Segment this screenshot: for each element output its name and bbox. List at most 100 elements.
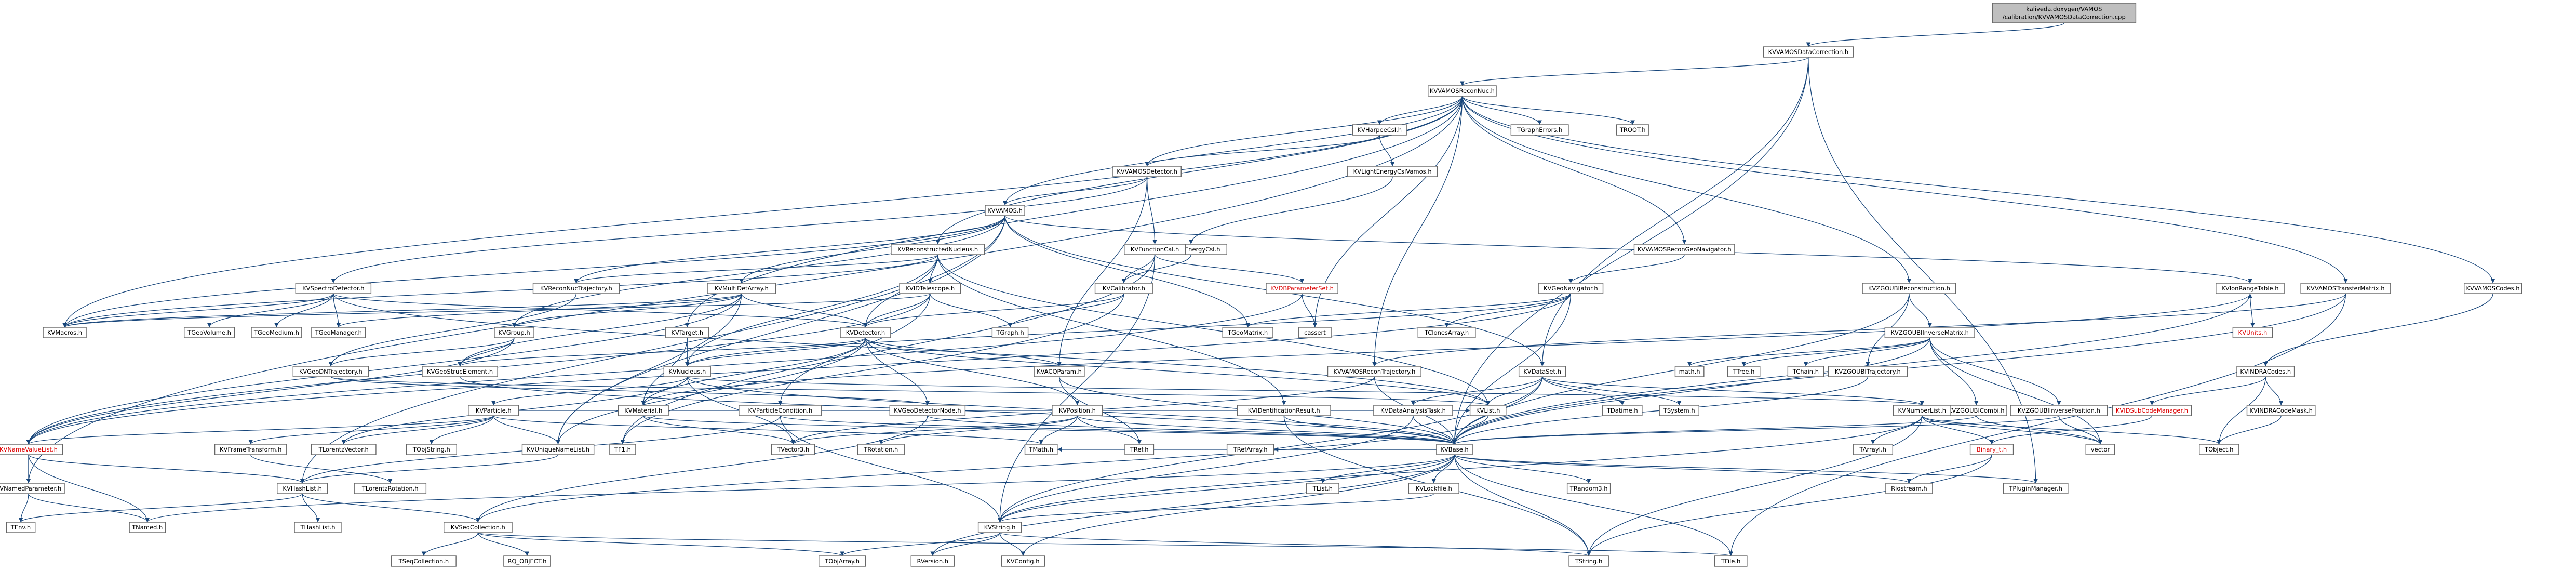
node-tstring-h[interactable]: TString.h: [1568, 555, 1609, 567]
node-tgeomedium-h[interactable]: TGeoMedium.h: [251, 327, 302, 338]
node-tref-h[interactable]: TRef.h: [1124, 444, 1155, 455]
node-kvidtelescope-h[interactable]: KVIDTelescope.h: [899, 283, 961, 294]
node-kvgeostrucelement-h[interactable]: KVGeoStrucElement.h: [422, 366, 498, 377]
node-tseqcollection-h[interactable]: TSeqCollection.h: [391, 555, 457, 567]
node-tlist-h[interactable]: TList.h: [1306, 483, 1339, 494]
node-kvmacros-h[interactable]: KVMacros.h: [43, 327, 87, 338]
node-kvgeodntrajectory-h[interactable]: KVGeoDNTrajectory.h: [292, 366, 369, 377]
node-tenv-h[interactable]: TEnv.h: [6, 522, 36, 533]
node-kvfunctioncal-h[interactable]: KVFunctionCal.h: [1124, 244, 1186, 255]
node-root[interactable]: kaliveda.doxygen/VAMOS/calibration/KVVAM…: [1992, 3, 2137, 23]
node-vector[interactable]: vector: [2085, 444, 2115, 455]
node-tgraph-h[interactable]: TGraph.h: [991, 327, 1029, 338]
node-kvindracodemask-h[interactable]: KVINDRACodeMask.h: [2246, 405, 2316, 416]
node-tgeomatrix-h[interactable]: TGeoMatrix.h: [1222, 327, 1273, 338]
node-kvindracodes-h[interactable]: KVINDRACodes.h: [2236, 366, 2295, 377]
node-kvmultidetarray-h[interactable]: KVMultiDetArray.h: [707, 283, 776, 294]
node-kvspectrodetector-h[interactable]: KVSpectroDetector.h: [295, 283, 372, 294]
node-kvlist-h[interactable]: KVList.h: [1469, 405, 1507, 416]
node-kvionrangetable-h[interactable]: KVIonRangeTable.h: [2216, 283, 2285, 294]
node-kvvamostransfermatrix-h[interactable]: KVVAMOSTransferMatrix.h: [2300, 283, 2391, 294]
node-trefarray-h[interactable]: TRefArray.h: [1226, 444, 1274, 455]
node-kvnucleus-h[interactable]: KVNucleus.h: [663, 366, 711, 377]
node-kvbase-h[interactable]: KVBase.h: [1436, 444, 1473, 455]
node-kvharpeecsi-h[interactable]: KVHarpeeCsI.h: [1352, 124, 1407, 136]
node-tdatime-h[interactable]: TDatime.h: [1602, 405, 1643, 416]
node-kvzgoubiinversematrix-h[interactable]: KVZGOUBIInverseMatrix.h: [1884, 327, 1975, 338]
node-math-h[interactable]: math.h: [1674, 366, 1705, 377]
node-kvgeonavigator-h[interactable]: KVGeoNavigator.h: [1538, 283, 1604, 294]
node-kvuniquenamelist-h[interactable]: KVUniqueNameList.h: [521, 444, 595, 455]
node-trandom3-h[interactable]: TRandom3.h: [1566, 483, 1611, 494]
node-tlorentzvector-h[interactable]: TLorentzVector.h: [311, 444, 377, 455]
node-tnamed-h[interactable]: TNamed.h: [129, 522, 166, 533]
node-kvdbparameterset-h[interactable]: KVDBParameterSet.h: [1266, 283, 1338, 294]
node-kvseqcollection-h[interactable]: KVSeqCollection.h: [444, 522, 513, 533]
node-trotation-h[interactable]: TRotation.h: [857, 444, 905, 455]
node-ttree-h[interactable]: TTree.h: [1727, 366, 1761, 377]
node-binary-t-h[interactable]: Binary_t.h: [1969, 444, 2014, 455]
node-kvidsubcodemanager-h[interactable]: KVIDSubCodeManager.h: [2112, 405, 2192, 416]
node-tclonesarray-h[interactable]: TClonesArray.h: [1417, 327, 1476, 338]
node-tvector3-h[interactable]: TVector3.h: [771, 444, 815, 455]
node-kvidentificationresult-h[interactable]: KVIDentificationResult.h: [1237, 405, 1331, 416]
node-kvacqparam-h[interactable]: KVACQParam.h: [1034, 366, 1085, 377]
node-kvvamosrecontrajectory-h[interactable]: KVVAMOSReconTrajectory.h: [1327, 366, 1421, 377]
node-kvreconstructednucleus-h[interactable]: KVReconstructedNucleus.h: [891, 244, 985, 255]
node-cassert[interactable]: cassert: [1298, 327, 1332, 338]
node-kvnamevaluelist-h[interactable]: KVNameValueList.h: [0, 444, 63, 455]
node-tobjstring-h[interactable]: TObjString.h: [406, 444, 457, 455]
node-kvposition-h[interactable]: KVPosition.h: [1052, 405, 1103, 416]
node-kvmaterial-h[interactable]: KVMaterial.h: [618, 405, 669, 416]
node-kvzgoubiinverseposition-h[interactable]: KVZGOUBIInversePosition.h: [2010, 405, 2108, 416]
node-rq-object-h[interactable]: RQ_OBJECT.h: [503, 555, 551, 567]
node-kvlightenergycsivamos-h[interactable]: KVLightEnergyCsIVamos.h: [1347, 166, 1438, 177]
node-tlorentzrotation-h[interactable]: TLorentzRotation.h: [354, 483, 427, 494]
node-tobjarray-h[interactable]: TObjArray.h: [819, 555, 866, 567]
node-tf1-h[interactable]: TF1.h: [609, 444, 636, 455]
node-kvvamosdetector-h[interactable]: KVVAMOSDetector.h: [1112, 166, 1182, 177]
node-kvvamosreconnuc-h[interactable]: KVVAMOSReconNuc.h: [1428, 85, 1497, 97]
node-kvhashlist-h[interactable]: KVHashList.h: [277, 483, 328, 494]
node-tgeomanager-h[interactable]: TGeoManager.h: [311, 327, 366, 338]
node-tfile-h[interactable]: TFile.h: [1714, 555, 1748, 567]
node-thashlist-h[interactable]: THashList.h: [294, 522, 342, 533]
node-kvgroup-h[interactable]: KVGroup.h: [494, 327, 534, 338]
node-kvconfig-h[interactable]: KVConfig.h: [1001, 555, 1045, 567]
node-tmath-h[interactable]: TMath.h: [1024, 444, 1058, 455]
node-kvunits-h[interactable]: KVUnits.h: [2232, 327, 2273, 338]
node-kvcalibrator-h[interactable]: KVCalibrator.h: [1094, 283, 1153, 294]
node-kvvamos-h[interactable]: KVVAMOS.h: [985, 205, 1025, 216]
node-kvzgoubitrajectory-h[interactable]: KVZGOUBITrajectory.h: [1828, 366, 1908, 377]
node-troot-h[interactable]: TROOT.h: [1616, 124, 1649, 136]
node-kvparticlecondition-h[interactable]: KVParticleCondition.h: [739, 405, 822, 416]
node-kvvamosdatacorrection-h[interactable]: KVVAMOSDataCorrection.h: [1763, 46, 1854, 58]
node-kvzgoubicombi-h[interactable]: KVZGOUBICombi.h: [1945, 405, 2007, 416]
node-tgrapherrors-h[interactable]: TGraphErrors.h: [1510, 124, 1569, 136]
node-kvstring-h[interactable]: KVString.h: [977, 522, 1022, 533]
node-kvzgoubireconstruction-h[interactable]: KVZGOUBIReconstruction.h: [1862, 283, 1956, 294]
node-tchain-h[interactable]: TChain.h: [1787, 366, 1824, 377]
node-tsystem-h[interactable]: TSystem.h: [1659, 405, 1699, 416]
node-kvgeodetectornode-h[interactable]: KVGeoDetectorNode.h: [889, 405, 966, 416]
node-tarrayi-h[interactable]: TArrayI.h: [1853, 444, 1894, 455]
node-kvlockfile-h[interactable]: KVLockfile.h: [1408, 483, 1459, 494]
node-kvvamoscodes-h[interactable]: KVVAMOSCodes.h: [2464, 283, 2523, 294]
node-kvreconnuctrajectory-h[interactable]: KVReconNucTrajectory.h: [532, 283, 620, 294]
node-tpluginmanager-h[interactable]: TPluginManager.h: [2003, 483, 2069, 494]
node-kvnamedparameter-h[interactable]: KVNamedParameter.h: [0, 483, 65, 494]
node-tobject-h[interactable]: TObject.h: [2199, 444, 2239, 455]
node-kvparticle-h[interactable]: KVParticle.h: [468, 405, 519, 416]
node-kvvamosrecongeonavigator-h[interactable]: KVVAMOSReconGeoNavigator.h: [1633, 244, 1735, 255]
node-box: [1893, 405, 1951, 416]
node-kvdetector-h[interactable]: KVDetector.h: [840, 327, 891, 338]
node-riostream-h[interactable]: Riostream.h: [1885, 483, 1933, 494]
node-kvnumberlist-h[interactable]: KVNumberList.h: [1893, 405, 1951, 416]
node-tgeovolume-h[interactable]: TGeoVolume.h: [183, 327, 235, 338]
node-rversion-h[interactable]: RVersion.h: [910, 555, 955, 567]
node-kvdataset-h[interactable]: KVDataSet.h: [1518, 366, 1566, 377]
node-box: [521, 444, 595, 455]
node-kvtarget-h[interactable]: KVTarget.h: [665, 327, 709, 338]
node-kvdataanalysistask-h[interactable]: KVDataAnalysisTask.h: [1373, 405, 1453, 416]
node-kvframetransform-h[interactable]: KVFrameTransform.h: [214, 444, 287, 455]
